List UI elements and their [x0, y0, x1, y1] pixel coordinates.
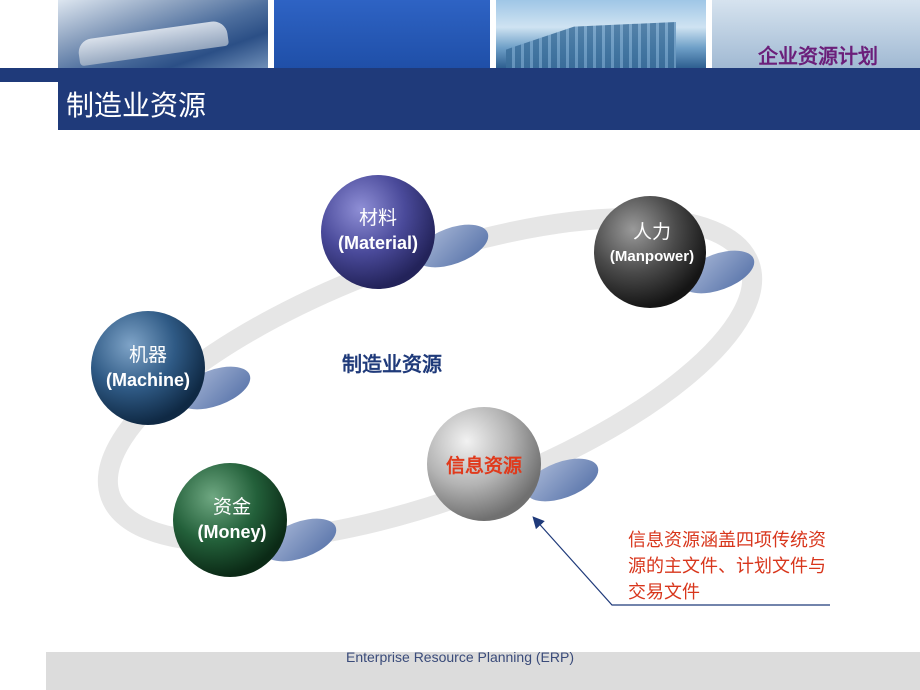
sphere-machine [91, 311, 205, 425]
callout-line [532, 516, 830, 606]
node-manpower-en: (Manpower) [609, 248, 695, 265]
sphere-money [173, 463, 287, 577]
center-label: 制造业资源 [342, 352, 442, 376]
shadow-info [525, 458, 599, 502]
footer-text: Enterprise Resource Planning (ERP) [346, 649, 574, 665]
node-money-cn: 资金 [212, 497, 251, 518]
node-machine: 机器 (Machine) [88, 344, 208, 392]
sphere-manpower [594, 196, 706, 308]
header-title-area [712, 0, 920, 70]
sphere-material [321, 175, 435, 289]
node-machine-en: (Machine) [105, 370, 190, 390]
header-photo-buildings [496, 0, 706, 68]
node-information-cn: 信息资源 [445, 456, 522, 477]
node-material-cn: 材料 [358, 208, 397, 229]
footer-bar [46, 652, 920, 690]
node-manpower-cn: 人力 [632, 222, 671, 243]
node-money: 资金 (Money) [172, 496, 292, 544]
node-machine-cn: 机器 [128, 345, 167, 366]
callout-note: 信息资源涵盖四项传统资源的主文件、计划文件与交易文件 [628, 530, 826, 603]
node-manpower: 人力 (Manpower) [596, 221, 708, 269]
header-photo-keyboard [58, 0, 268, 68]
slide-title: 制造业资源 [66, 89, 207, 122]
header-photo-blue [274, 0, 490, 68]
title-bar [58, 70, 920, 130]
node-material-en: (Material) [337, 233, 418, 253]
node-information: 信息资源 [424, 455, 544, 479]
title-left-tab [0, 82, 58, 130]
node-money-en: (Money) [197, 522, 267, 542]
header-photo-strip [58, 0, 710, 68]
sphere-info [427, 407, 541, 521]
header-title: 企业资源计划 [758, 44, 878, 68]
node-material: 材料 (Material) [318, 207, 438, 255]
